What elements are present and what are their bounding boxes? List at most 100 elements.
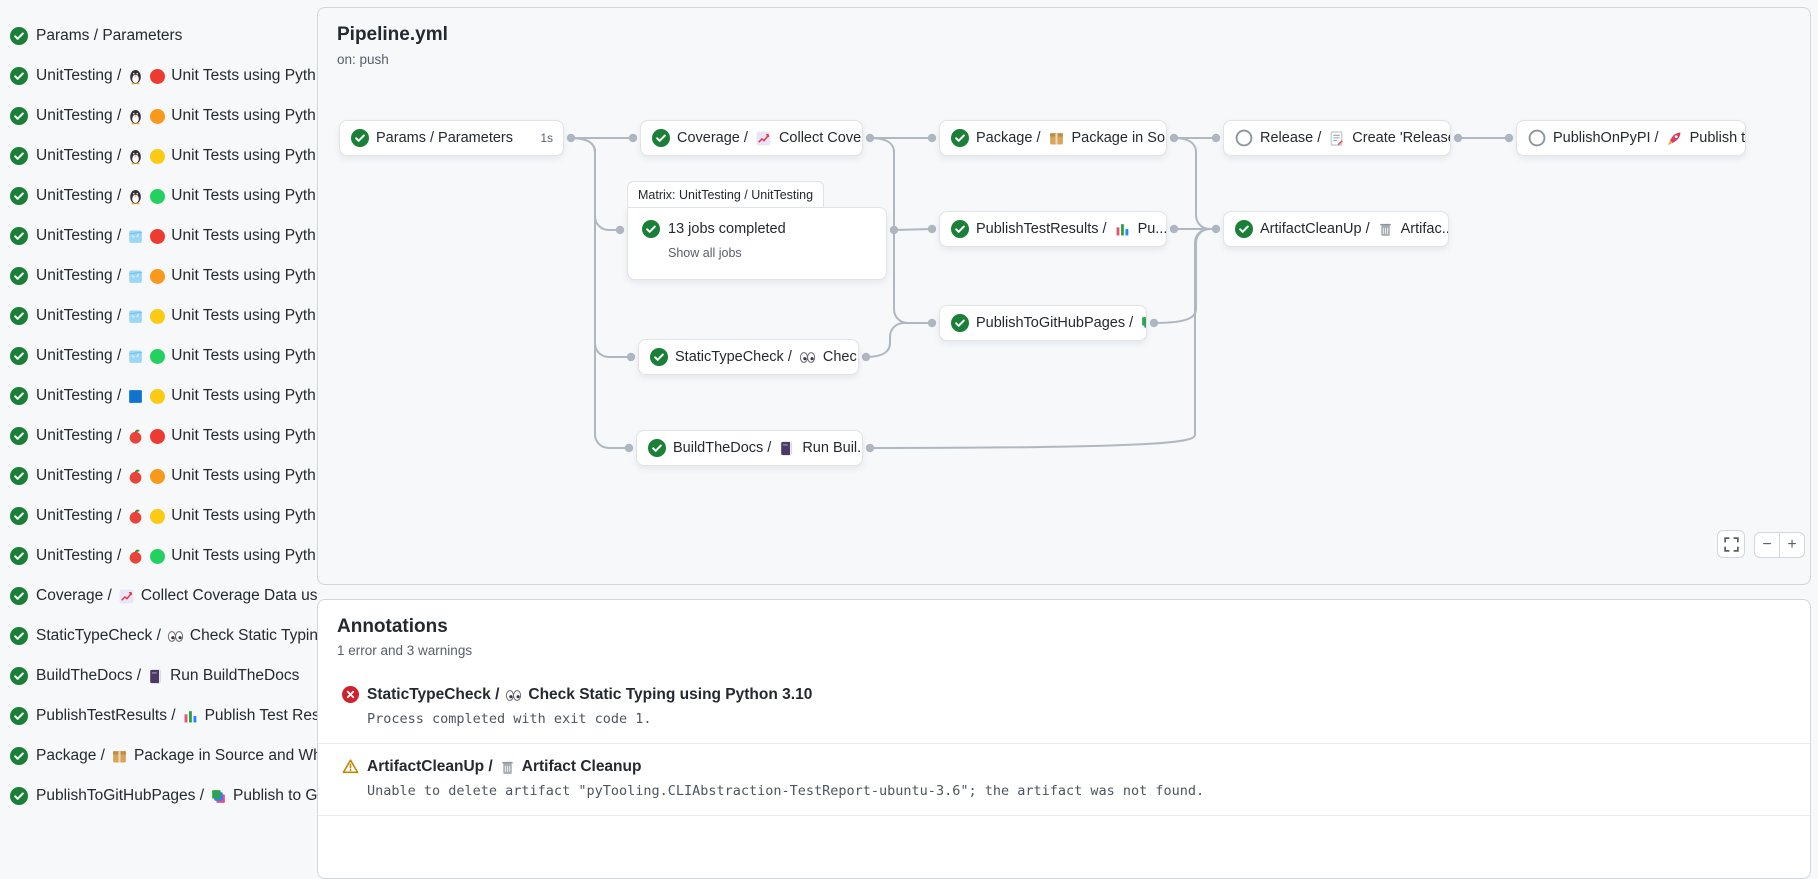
memo-icon xyxy=(1328,130,1345,147)
penguin-icon xyxy=(127,148,144,165)
workflow-node-publishonpypi[interactable]: PublishOnPyPI /Publish to ... xyxy=(1516,120,1746,156)
ice-cube-icon xyxy=(127,228,144,245)
workflow-node-buildthedocs[interactable]: BuildTheDocs /Run Buil...47s xyxy=(636,430,863,466)
sidebar-job-item[interactable]: PublishToGitHubPages / Publish to G... xyxy=(0,776,317,815)
python-version-dot-icon xyxy=(150,189,165,204)
skipped-icon xyxy=(1235,129,1253,147)
sidebar-job-item[interactable]: UnitTesting /Unit Tests using Pyth... xyxy=(0,136,317,176)
sidebar-job-item[interactable]: UnitTesting /Unit Tests using Pyth... xyxy=(0,536,317,576)
layers-icon xyxy=(210,788,227,805)
success-icon xyxy=(10,187,28,205)
job-name-prefix: StaticTypeCheck / xyxy=(36,627,161,645)
sidebar-job-item[interactable]: PublishTestResults /Publish Test Resu... xyxy=(0,696,317,736)
workflow-graph-panel: Pipeline.yml on: push Params / Parameter… xyxy=(317,7,1811,585)
show-all-jobs-link[interactable]: Show all jobs xyxy=(668,246,872,260)
sidebar-job-item[interactable]: UnitTesting /Unit Tests using Pyth... xyxy=(0,376,317,416)
wastebasket-icon xyxy=(1377,221,1394,238)
success-icon xyxy=(652,129,670,147)
success-icon xyxy=(10,347,28,365)
job-name-prefix: UnitTesting / xyxy=(36,187,121,205)
zoom-out-button[interactable]: − xyxy=(1754,532,1780,558)
workflow-node-coverage[interactable]: Coverage /Collect Cove...25s xyxy=(640,120,863,156)
sidebar-job-item[interactable]: UnitTesting / Unit Tests using Pyth... xyxy=(0,256,317,296)
workflow-node-package[interactable]: Package /Package in So...25s xyxy=(939,120,1167,156)
annotation-message: Process completed with exit code 1. xyxy=(367,711,812,727)
job-name-prefix: Params / Parameters xyxy=(36,27,182,45)
job-name-label: Unit Tests using Pyth... xyxy=(171,267,317,285)
success-icon xyxy=(648,439,666,457)
node-duration: 1s xyxy=(534,131,553,145)
job-name-label: Collect Coverage Data usi... xyxy=(141,587,317,605)
job-name-prefix: UnitTesting / xyxy=(36,227,121,245)
annotation-title[interactable]: ArtifactCleanUp /Artifact Cleanup xyxy=(367,758,1204,776)
job-name-prefix: UnitTesting / xyxy=(36,267,121,285)
annotation-title[interactable]: StaticTypeCheck /Check Static Typing usi… xyxy=(367,686,812,704)
success-icon xyxy=(10,787,28,805)
node-name: Coverage / xyxy=(677,130,748,146)
job-name-label: Publish Test Resu... xyxy=(205,707,317,725)
sidebar-job-item[interactable]: Coverage /Collect Coverage Data usi... xyxy=(0,576,317,616)
workflow-node-artifactcleanup[interactable]: ArtifactCleanUp /Artifac...3s xyxy=(1223,211,1449,247)
sidebar-job-item[interactable]: UnitTesting /Unit Tests using Pyth... xyxy=(0,56,317,96)
job-name-prefix: PublishToGitHubPages / xyxy=(36,787,204,805)
penguin-icon xyxy=(127,108,144,125)
ice-cube-icon xyxy=(127,268,144,285)
success-icon xyxy=(951,220,969,238)
success-icon xyxy=(10,227,28,245)
skipped-icon xyxy=(1528,129,1546,147)
matrix-summary-card: 13 jobs completed Show all jobs xyxy=(627,207,887,280)
job-name-label: Unit Tests using Pyth... xyxy=(171,307,317,325)
success-icon xyxy=(642,220,660,238)
error-icon xyxy=(342,686,359,703)
job-name-prefix: UnitTesting / xyxy=(36,507,121,525)
workflow-node-publishtogithubpages[interactable]: PublishToGitHubPages /...13s xyxy=(939,305,1147,341)
node-name: PublishToGitHubPages / xyxy=(976,315,1133,331)
sidebar-job-item[interactable]: UnitTesting /Unit Tests using Pyth... xyxy=(0,456,317,496)
windows-icon xyxy=(127,388,144,405)
sidebar-job-item[interactable]: Params / Parameters xyxy=(0,16,317,56)
success-icon xyxy=(10,387,28,405)
matrix-jobs-summary: 13 jobs completed xyxy=(668,221,786,237)
success-icon xyxy=(10,27,28,45)
sidebar-job-item[interactable]: UnitTesting /Unit Tests using Pyth... xyxy=(0,336,317,376)
apple-icon xyxy=(127,428,144,445)
success-icon xyxy=(10,427,28,445)
sidebar-job-item[interactable]: UnitTesting /Unit Tests using Pyth... xyxy=(0,96,317,136)
workflow-node-params[interactable]: Params / Parameters1s xyxy=(339,120,564,156)
sidebar-job-item[interactable]: BuildTheDocs /Run BuildTheDocs xyxy=(0,656,317,696)
workflow-trigger: on: push xyxy=(337,52,389,67)
node-name: BuildTheDocs / xyxy=(673,440,771,456)
job-name-label: Unit Tests using Pyth... xyxy=(171,507,317,525)
job-name-label: Package in Source and Wh... xyxy=(134,747,317,765)
sidebar-job-item[interactable]: UnitTesting /Unit Tests using Pyth... xyxy=(0,216,317,256)
node-name: Release / xyxy=(1260,130,1321,146)
eyes-icon xyxy=(167,628,184,645)
job-name-label: Unit Tests using Pyth... xyxy=(171,427,317,445)
python-version-dot-icon xyxy=(150,349,165,364)
python-version-dot-icon xyxy=(150,469,165,484)
sidebar-job-item[interactable]: UnitTesting /Unit Tests using Pyth... xyxy=(0,176,317,216)
package-icon xyxy=(1048,130,1065,147)
job-name-prefix: UnitTesting / xyxy=(36,307,121,325)
sidebar-job-item[interactable]: Package /Package in Source and Wh... xyxy=(0,736,317,776)
annotations-title: Annotations xyxy=(337,616,1810,638)
workflow-node-publishtestresults[interactable]: PublishTestResults /Pu...17s xyxy=(939,211,1167,247)
sidebar-job-item[interactable]: UnitTesting / Unit Tests using Pyth... xyxy=(0,496,317,536)
annotation-row-warning: ArtifactCleanUp /Artifact CleanupUnable … xyxy=(318,744,1810,816)
job-name-label: Unit Tests using Pyth... xyxy=(171,547,317,565)
workflow-node-statictypecheck[interactable]: StaticTypeCheck /Chec...13s xyxy=(638,339,859,375)
sidebar-job-item[interactable]: UnitTesting / Unit Tests using Pyth... xyxy=(0,296,317,336)
package-icon xyxy=(111,748,128,765)
success-icon xyxy=(10,507,28,525)
node-name: Package / xyxy=(976,130,1041,146)
zoom-in-button[interactable]: + xyxy=(1779,532,1805,558)
success-icon xyxy=(10,267,28,285)
python-version-dot-icon xyxy=(150,109,165,124)
penguin-icon xyxy=(127,68,144,85)
sidebar-job-item[interactable]: UnitTesting /Unit Tests using Pyth... xyxy=(0,416,317,456)
fullscreen-button[interactable] xyxy=(1717,530,1745,558)
node-label: Package in So... xyxy=(1072,130,1168,146)
job-name-label: Publish to G... xyxy=(233,787,317,805)
workflow-node-release[interactable]: Release /Create 'Release P... xyxy=(1223,120,1451,156)
sidebar-job-item[interactable]: StaticTypeCheck /Check Static Typing... xyxy=(0,616,317,656)
